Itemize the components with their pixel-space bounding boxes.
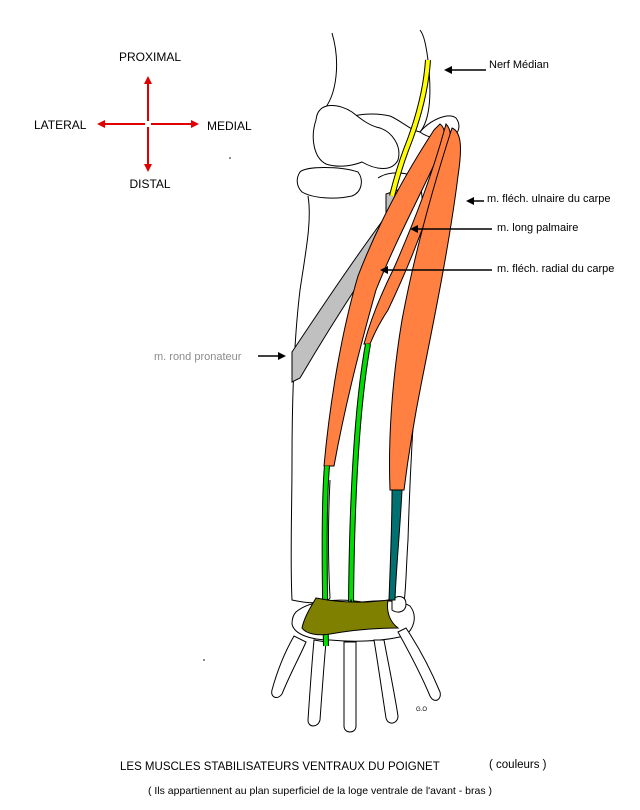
signature: G.O bbox=[416, 707, 427, 713]
flexor-carpi-ulnaris bbox=[389, 127, 461, 491]
label-rond-pronateur: m. rond pronateur bbox=[154, 351, 242, 363]
metacarpal-1 bbox=[271, 635, 307, 698]
flexor-retinaculum bbox=[301, 597, 400, 636]
metacarpal-4 bbox=[373, 639, 399, 724]
muscles bbox=[291, 123, 461, 491]
orientation-cross: PROXIMAL DISTAL LATERAL MEDIAL bbox=[34, 50, 252, 191]
tendon-flexor-carpi-ulnaris bbox=[388, 489, 403, 601]
label-long-palmaire: m. long palmaire bbox=[497, 222, 578, 234]
ulnar-styloid bbox=[391, 596, 407, 613]
humerus bbox=[321, 29, 431, 133]
label-distal: DISTAL bbox=[129, 177, 170, 191]
humeral-condyles bbox=[312, 105, 400, 169]
label-nerf-median: Nerf Médian bbox=[489, 59, 549, 71]
radius bbox=[290, 195, 331, 604]
caption-subtitle: ( Ils appartiennent au plan superficiel … bbox=[148, 785, 492, 797]
labels: Nerf Médian m. fléch. ulnaire du carpe m… bbox=[154, 59, 614, 363]
caption-title-note: ( couleurs ) bbox=[489, 759, 547, 771]
label-flech-radial: m. fléch. radial du carpe bbox=[497, 263, 614, 275]
radius-head bbox=[296, 167, 362, 199]
label-proximal: PROXIMAL bbox=[119, 50, 181, 64]
metacarpal-3 bbox=[343, 641, 357, 733]
label-medial: MEDIAL bbox=[207, 119, 252, 133]
metacarpal-2 bbox=[307, 639, 327, 727]
label-lateral: LATERAL bbox=[34, 118, 87, 132]
label-flech-ulnaire: m. fléch. ulnaire du carpe bbox=[487, 193, 611, 205]
metacarpal-5 bbox=[397, 627, 441, 701]
caption-title: LES MUSCLES STABILISATEURS VENTRAUX DU P… bbox=[120, 761, 440, 773]
